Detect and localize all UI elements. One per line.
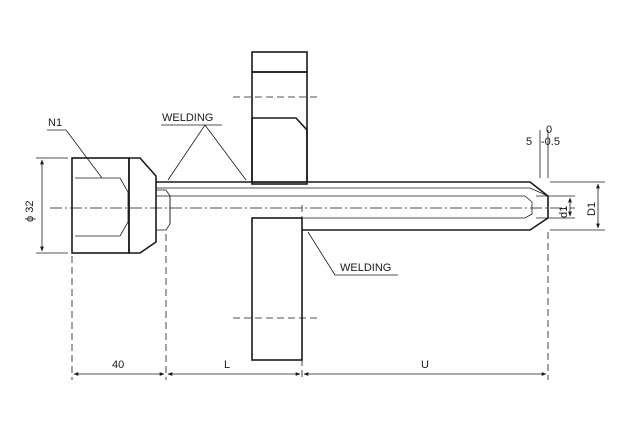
label-welding-top: WELDING <box>162 112 213 124</box>
flange <box>233 51 320 361</box>
stem-wall-hatch <box>155 181 549 197</box>
weld-leaders <box>161 124 398 276</box>
label-tol-bottom: -0.5 <box>541 136 560 148</box>
flange-body-lower <box>251 217 303 361</box>
hex-body <box>71 157 130 254</box>
flange-body-upper <box>251 71 308 185</box>
label-dim-40: 40 <box>112 359 124 371</box>
nozzle-leader <box>47 129 103 179</box>
extension-lines <box>71 205 549 380</box>
label-dim-U: U <box>421 359 429 371</box>
hex-connector <box>71 157 171 254</box>
flange-weld-hatch <box>251 117 308 183</box>
label-nozzle: N1 <box>48 117 62 129</box>
tip-tolerance-marker <box>539 130 549 178</box>
label-diameter: ϕ 32 <box>24 201 36 222</box>
label-welding-bottom: WELDING <box>340 262 391 274</box>
label-tol-nominal: 5 <box>526 136 532 148</box>
label-inner-diameter: d1 <box>558 206 570 218</box>
thermowell-stem <box>155 181 549 231</box>
flange-top-hatch <box>251 51 308 73</box>
label-dim-L: L <box>224 359 230 371</box>
stem-outline <box>156 181 549 231</box>
label-outer-diameter: D1 <box>586 202 598 216</box>
connector-taper <box>128 157 157 254</box>
dimension-phi32 <box>36 157 68 254</box>
dimension-d1-D1 <box>536 181 605 231</box>
label-tol-top: 0 <box>546 124 552 136</box>
